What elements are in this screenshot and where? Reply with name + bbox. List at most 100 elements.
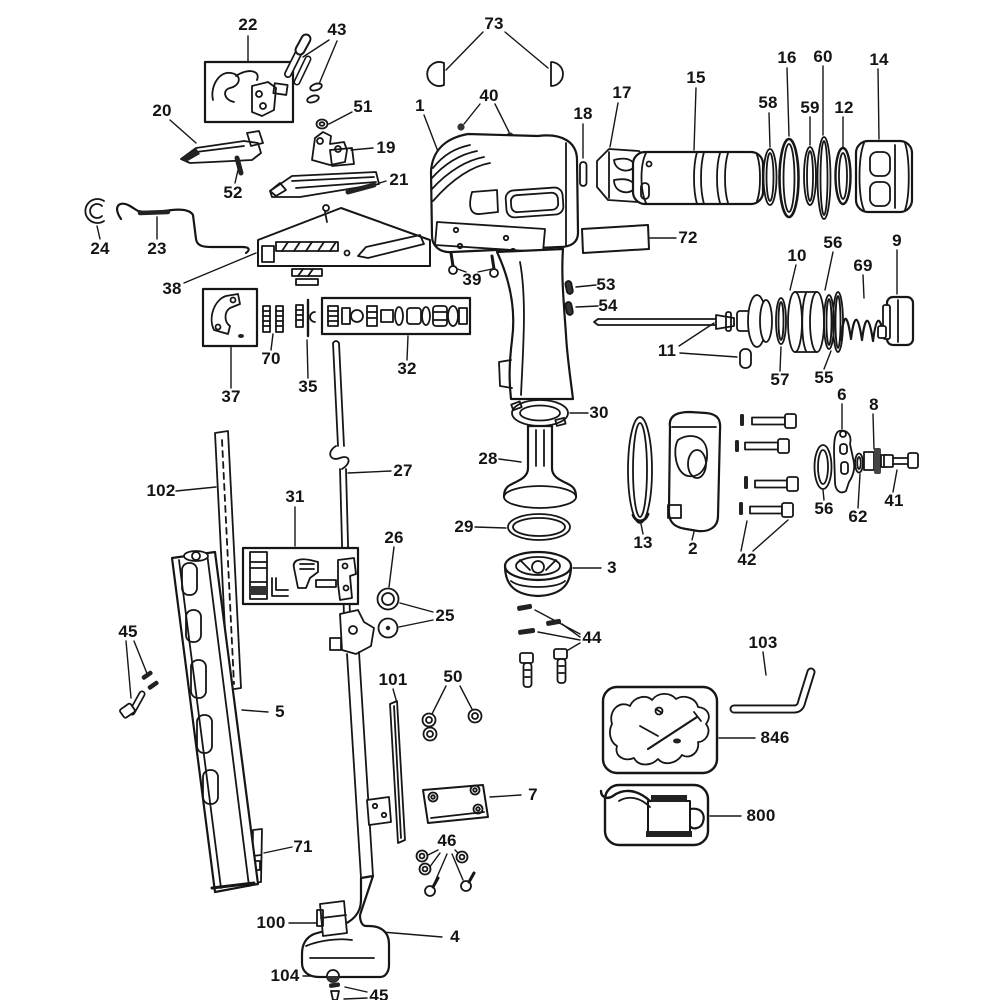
part-60-ring [816,136,832,220]
part-22-kit-box [203,60,295,124]
part-label-102: 102 [146,481,176,500]
part-29-o-ring [507,513,571,541]
part-label-15: 15 [686,68,706,87]
part-101-blade-strip [389,700,406,844]
part-label-32: 32 [397,359,417,378]
part-label-8: 8 [869,395,879,414]
part-846-kit-box [601,685,719,775]
part-6-cam [833,429,856,494]
part-label-46: 46 [437,831,457,850]
part-45-screw-left [119,670,159,719]
part-56-ring-lower [813,444,833,490]
part-20-trigger-assembly [180,130,264,176]
part-label-45-bottom: 45 [369,986,389,1000]
part-62-ring [854,452,864,474]
part-11-driver-rod [593,311,752,369]
part-label-55: 55 [814,368,834,387]
part-53-pin [564,280,574,295]
part-51-nut [315,118,329,130]
part-55-56-rings [823,291,844,353]
part-42-bolts [735,413,799,518]
part-69-spring [839,317,886,343]
part-23-wire-hook [116,202,250,255]
part-label-31: 31 [285,487,305,506]
part-label-22: 22 [238,15,258,34]
part-16-seal [778,137,800,219]
part-label-72: 72 [678,228,698,247]
part-label-18: 18 [573,104,593,123]
part-43-bolts [284,33,323,104]
part-26-bushing [376,587,400,611]
part-70-springs [262,305,284,333]
part-label-60: 60 [813,47,833,66]
part-label-40: 40 [479,86,499,105]
part-label-12: 12 [834,98,854,117]
part-25-washer [377,617,399,639]
part-9-cap [877,295,915,347]
part-59-ring [803,146,817,206]
part-label-3: 3 [607,558,617,577]
part-58-ring [762,148,778,206]
part-label-5: 5 [275,702,285,721]
part-label-19: 19 [376,138,396,157]
part-5-magazine [170,550,260,894]
part-73-caps [426,61,564,87]
part-label-71: 71 [293,837,313,856]
part-label-1: 1 [415,96,425,115]
part-38-nose-kit-box [257,204,431,286]
part-label-50: 50 [443,667,463,686]
part-44-fasteners [517,603,568,688]
part-72-label-plate [581,224,650,254]
part-label-10: 10 [787,246,807,265]
part-label-28: 28 [478,449,498,468]
part-label-73: 73 [484,14,504,33]
part-label-9: 9 [892,231,902,250]
part-label-30: 30 [589,403,609,422]
part-label-59: 59 [800,98,820,117]
part-37-bracket-box [201,287,259,348]
part-label-23: 23 [147,239,167,258]
part-label-20: 20 [152,101,172,120]
part-label-104: 104 [270,966,300,985]
part-31-valve-kit-box [241,546,360,606]
part-28-bumper [502,424,578,509]
part-45-screw-bottom [329,982,341,1000]
part-label-45-left: 45 [118,622,138,641]
part-label-58: 58 [758,93,778,112]
part-label-13: 13 [633,533,653,552]
part-21-latch-plate [269,171,380,198]
part-label-56-upper: 56 [823,233,843,252]
part-label-2: 2 [688,539,698,558]
part-18-pin [579,161,588,187]
part-label-103: 103 [748,633,778,652]
part-label-54: 54 [598,296,618,315]
part-104-nut [326,969,340,983]
part-label-43: 43 [327,20,347,39]
part-label-800: 800 [746,806,776,825]
part-label-57: 57 [770,370,790,389]
part-800-kit-box [599,783,710,847]
part-label-37: 37 [221,387,241,406]
part-label-44: 44 [582,628,602,647]
part-label-26: 26 [384,528,404,547]
part-1-main-housing [429,132,580,401]
part-103-hex-key [729,667,816,714]
part-15-cylinder [631,150,765,206]
part-30-gasket [510,399,569,427]
part-label-21: 21 [389,170,409,189]
part-label-100: 100 [256,913,286,932]
part-102-strip [214,430,242,691]
part-41-screw [883,452,919,469]
part-7-plate [422,784,489,824]
part-label-14: 14 [869,50,889,69]
part-label-16: 16 [777,48,797,67]
part-label-101: 101 [378,670,408,689]
part-label-846: 846 [760,728,790,747]
part-label-69: 69 [853,256,873,275]
part-label-11: 11 [657,341,677,360]
part-label-25: 25 [435,606,455,625]
part-3-piston [503,550,573,598]
part-label-51: 51 [353,97,373,116]
part-label-62: 62 [848,507,868,526]
